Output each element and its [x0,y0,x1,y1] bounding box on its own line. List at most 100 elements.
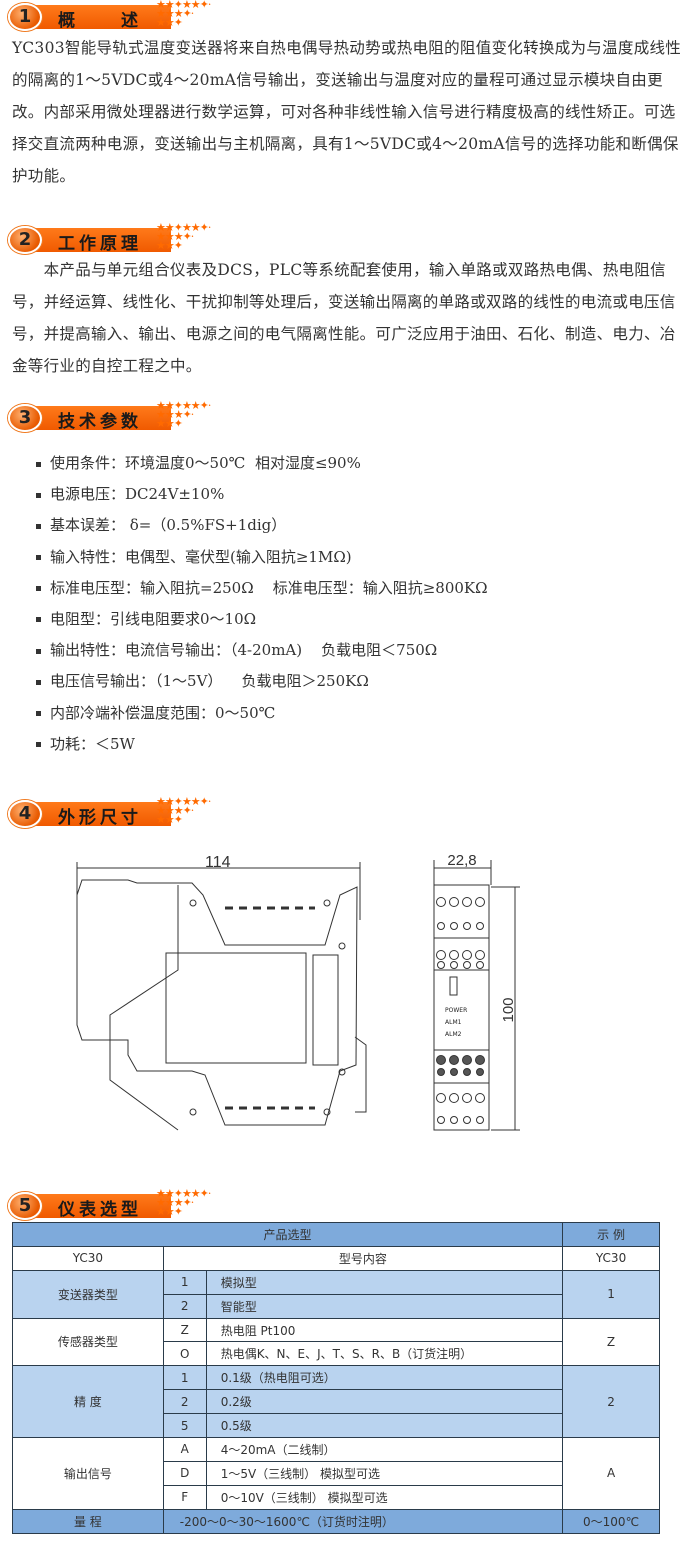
terminal-screw-icon [462,1055,472,1065]
section-number: 5 [8,1192,42,1220]
terminal-screw-icon [475,950,485,960]
section-title: 工作原理 [58,234,142,254]
spec-item: 电阻型：引线电阻要求0～10Ω [36,604,488,635]
terminal-screw-icon [476,1116,484,1124]
front-view [433,860,520,1131]
terminal-screw-icon [475,897,485,907]
model-cell: YC30 [12,1245,164,1271]
table-head-example: 示 例 [562,1222,660,1247]
option-desc: 1～5V（三线制） 模拟型可选 [205,1460,564,1486]
group-example: Z [562,1317,660,1367]
option-desc: 热电阻 Pt100 [205,1317,564,1343]
terminal-screw-icon [449,897,459,907]
terminal-screw-icon [475,1093,485,1103]
terminal-screw-icon [462,1093,472,1103]
side-view [76,862,367,1131]
option-desc: 0.1级（热电阻可选） [205,1365,564,1391]
terminal-screw-icon [436,897,446,907]
terminal-screw-icon [462,950,472,960]
depth-dimension: 22,8 [447,852,476,869]
terminal-screw-icon [449,1055,459,1065]
group-example: 2 [562,1365,660,1439]
terminal-screw-icon [437,1116,445,1124]
terminal-screw-icon [475,1055,485,1065]
overview-text: YC303智能导轨式温度变送器将来自热电偶导热动势或热电阻的阻值变化转换成为与温… [12,39,682,185]
terminal-screw-icon [450,1116,458,1124]
terminal-screw-icon [436,1093,446,1103]
spec-item: 输出特性：电流信号输出：（4-20mA) 负载电阻＜750Ω [36,635,488,666]
terminal-screw-icon [462,897,472,907]
led-alm2: ALM2 [445,1031,462,1038]
section-title: 概 述 [58,11,142,31]
option-code: Z [162,1317,207,1343]
spec-item: 输入特性：电偶型、毫伏型(输入阻抗≥1MΩ) [36,542,488,573]
group-label: 变送器类型 [12,1269,164,1319]
height-dimension: 100 [500,997,517,1022]
option-code: 5 [162,1413,207,1439]
section-header: 5 仪表选型 ★★✦★★✦·★★★✦·★★✦ [6,1187,236,1220]
header-bar [26,5,171,29]
terminal-screw-icon [476,922,484,930]
range-label: 量 程 [12,1508,164,1534]
option-desc: 热电偶K、N、E、J、T、S、R、B（订货注明） [205,1341,564,1367]
width-dimension: 114 [205,854,231,871]
spec-item: 电压信号输出：（1～5V） 负载电阻＞250KΩ [36,666,488,697]
section-number: 2 [8,226,42,254]
option-desc: 4～20mA（二线制） [205,1437,564,1462]
group-label: 传感器类型 [12,1317,164,1367]
section-title: 外形尺寸 [58,808,142,828]
section-header: 2 工作原理 ★★✦★★✦·★★★✦·★★✦ [6,221,236,254]
terminal-screw-icon [437,961,445,969]
dimension-drawing: 114 22,8 100 POWER ALM1 ALM2 [76,852,520,1131]
terminal-screw-icon [436,1055,446,1065]
range-value: -200～0～30～1600℃（订货时注明） [162,1508,564,1534]
section-number: 4 [8,800,42,828]
option-code: F [162,1484,207,1510]
section-title: 技术参数 [58,412,142,432]
section-title: 仪表选型 [58,1200,142,1220]
range-example: 0～100℃ [562,1508,660,1534]
option-desc: 0～10V（三线制） 模拟型可选 [205,1484,564,1510]
terminal-screw-icon [436,950,446,960]
option-code: O [162,1341,207,1367]
stars-icon: ★★✦★★✦·★★★✦·★★✦ [156,1187,211,1218]
terminal-screw-icon [437,1068,445,1076]
terminal-screw-icon [450,1068,458,1076]
terminal-screw-icon [476,961,484,969]
option-code: D [162,1460,207,1486]
header-bar [26,406,171,430]
terminal-screw-icon [463,1068,471,1076]
model-content: 型号内容 [162,1245,564,1271]
terminal-screw-icon [476,1068,484,1076]
spec-item: 使用条件：环境温度0～50℃ 相对湿度≤90% [36,448,488,479]
terminal-screw-icon [463,961,471,969]
option-code: A [162,1437,207,1462]
header-bar [26,1194,171,1218]
section-number: 3 [8,404,42,432]
terminal-screw-icon [463,922,471,930]
option-code: 1 [162,1365,207,1391]
header-bar [26,228,171,252]
option-desc: 智能型 [205,1293,564,1319]
terminal-screw-icon [449,950,459,960]
terminal-screw-icon [463,1116,471,1124]
option-code: 2 [162,1293,207,1319]
led-power: POWER [445,1007,467,1014]
option-desc: 模拟型 [205,1269,564,1295]
spec-item: 标准电压型：输入阻抗=250Ω 标准电压型：输入阻抗≥800KΩ [36,573,488,604]
option-code: 1 [162,1269,207,1295]
principle-text: 本产品与单元组合仪表及DCS，PLC等系统配套使用，输入单路或双路热电偶、热电阻… [12,261,676,375]
terminal-screw-icon [449,1093,459,1103]
led-alm1: ALM1 [445,1019,462,1026]
table-head: 产品选型 [11,1222,564,1247]
stars-icon: ★★✦★★✦·★★★✦·★★✦ [156,221,211,252]
spec-item: 内部冷端补偿温度范围：0～50℃ [36,698,488,729]
group-label: 输出信号 [12,1437,164,1510]
